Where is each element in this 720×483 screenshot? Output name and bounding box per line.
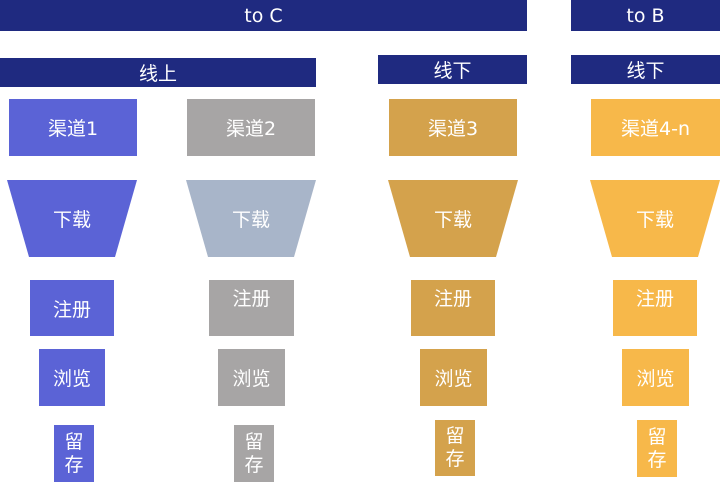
- download-funnel-4: 下载: [590, 180, 720, 257]
- channel-label-2: 渠道2: [225, 118, 277, 140]
- retain-box-4: 留 存: [637, 420, 677, 477]
- download-funnel-3: 下载: [388, 180, 518, 257]
- download-label-3: 下载: [433, 209, 472, 231]
- header-to-b: to B: [571, 0, 720, 31]
- header-to-c-label: to C: [244, 4, 283, 27]
- header-online: 线上: [0, 58, 316, 87]
- register-label-2: 注册: [232, 288, 271, 310]
- browse-box-1: 浏览: [39, 349, 105, 406]
- channel-label-3: 渠道3: [427, 118, 479, 140]
- retain-label-3b: 存: [445, 448, 465, 470]
- header-to-b-label: to B: [626, 4, 665, 27]
- retain-label-3a: 留: [445, 425, 465, 448]
- retain-label-4b: 存: [647, 448, 667, 471]
- register-label-4: 注册: [635, 288, 674, 310]
- header-online-label: 线上: [138, 63, 177, 85]
- download-label-2: 下载: [231, 209, 270, 231]
- retain-box-1: 留 存: [54, 425, 94, 482]
- retain-box-3: 留 存: [435, 420, 475, 476]
- register-box-2: 注册: [209, 280, 294, 336]
- register-box-4: 注册: [613, 280, 697, 336]
- browse-box-3: 浏览: [420, 349, 487, 406]
- register-box-1: 注册: [30, 280, 114, 336]
- register-box-3: 注册: [411, 280, 495, 336]
- download-funnel-1: 下载: [7, 180, 137, 257]
- header-to-c: to C: [0, 0, 527, 31]
- register-label-3: 注册: [433, 288, 472, 310]
- channel-box-2: 渠道2: [187, 99, 315, 156]
- channel-box-4: 渠道4-n: [591, 99, 720, 156]
- browse-label-2: 浏览: [232, 368, 271, 390]
- header-offline-2-label: 线下: [626, 60, 665, 82]
- browse-label-3: 浏览: [434, 368, 473, 390]
- download-label-4: 下载: [635, 209, 674, 231]
- retain-label-2b: 存: [244, 453, 264, 476]
- channel-label-4: 渠道4-n: [621, 118, 690, 140]
- register-label-1: 注册: [52, 298, 91, 321]
- retain-label-4a: 留: [647, 425, 667, 448]
- retain-label-2a: 留: [244, 430, 264, 453]
- browse-box-2: 浏览: [218, 349, 285, 406]
- retain-box-2: 留 存: [234, 425, 274, 482]
- channel-label-1: 渠道1: [47, 118, 99, 140]
- download-label-1: 下载: [52, 209, 91, 231]
- header-offline-1-label: 线下: [433, 60, 472, 82]
- browse-label-1: 浏览: [52, 368, 91, 390]
- header-offline-1: 线下: [378, 55, 527, 84]
- channel-box-1: 渠道1: [9, 99, 137, 156]
- header-offline-2: 线下: [571, 55, 720, 84]
- retain-label-1b: 存: [64, 453, 84, 476]
- browse-box-4: 浏览: [622, 349, 689, 406]
- channel-box-3: 渠道3: [389, 99, 517, 156]
- browse-label-4: 浏览: [636, 368, 675, 390]
- retain-label-1a: 留: [64, 430, 84, 453]
- download-funnel-2: 下载: [186, 180, 316, 257]
